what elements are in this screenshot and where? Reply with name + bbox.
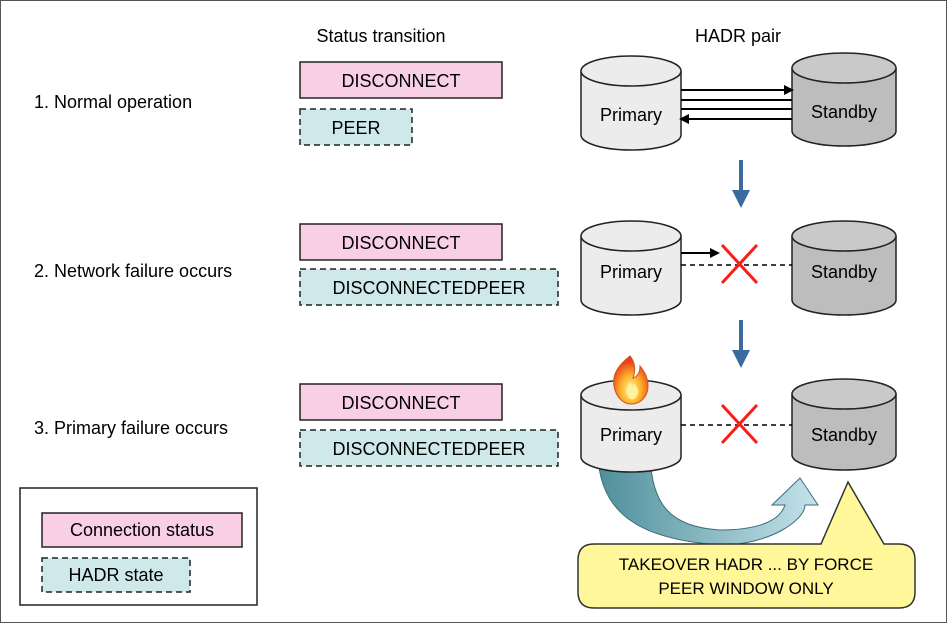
connection-status-text-3: DISCONNECT xyxy=(341,393,460,413)
connection-status-box-1 xyxy=(299,61,503,99)
primary-label-2: Primary xyxy=(600,262,662,282)
arrow-to-primary-icon xyxy=(679,114,689,124)
connection-status-text-2: DISCONNECT xyxy=(341,233,460,253)
standby-label-1: Standby xyxy=(811,102,877,122)
hadr-state-text-1: PEER xyxy=(331,118,380,138)
down-arrow-icon xyxy=(732,160,750,208)
primary-label-3: Primary xyxy=(600,425,662,445)
takeover-callout xyxy=(577,480,916,609)
legend-hadr-swatch xyxy=(41,557,191,593)
legend-hadr-label: HADR state xyxy=(68,565,163,585)
arrow-to-standby-icon xyxy=(784,85,794,95)
connection-status-box-3 xyxy=(299,383,503,421)
hadr-state-box-1 xyxy=(299,108,413,146)
callout-line-1: TAKEOVER HADR ... BY FORCE xyxy=(619,555,873,574)
row-label-network-failure: 2. Network failure occurs xyxy=(34,261,232,281)
connection-status-text-1: DISCONNECT xyxy=(341,71,460,91)
hadr-pair-header: HADR pair xyxy=(695,26,781,46)
status-transition-header: Status transition xyxy=(316,26,445,46)
failure-x-icon xyxy=(720,243,759,285)
hadr-state-box-2 xyxy=(299,268,559,306)
standby-label-2: Standby xyxy=(811,262,877,282)
replication-links xyxy=(681,89,792,120)
fire-icon xyxy=(613,355,649,405)
hadr-state-text-2: DISCONNECTEDPEER xyxy=(332,278,525,298)
standby-label-3: Standby xyxy=(811,425,877,445)
connection-status-box-2 xyxy=(299,223,503,261)
legend-connection-label: Connection status xyxy=(70,520,214,540)
standby-database-3 xyxy=(791,378,897,471)
standby-database-1 xyxy=(791,52,897,147)
broken-link-arrowhead-icon xyxy=(710,248,720,258)
hadr-state-box-3 xyxy=(299,429,559,467)
down-arrow-icon xyxy=(732,320,750,368)
row-label-primary-failure: 3. Primary failure occurs xyxy=(34,418,228,438)
takeover-arrow-icon xyxy=(597,454,819,546)
primary-database-2 xyxy=(580,220,682,316)
standby-database-2 xyxy=(791,220,897,316)
row-label-normal-operation: 1. Normal operation xyxy=(34,92,192,112)
callout-line-2: PEER WINDOW ONLY xyxy=(658,579,833,598)
primary-label-1: Primary xyxy=(600,105,662,125)
primary-database-1 xyxy=(580,55,682,151)
failure-x-icon xyxy=(720,403,759,445)
legend-connection-swatch xyxy=(41,512,243,548)
hadr-state-text-3: DISCONNECTEDPEER xyxy=(332,439,525,459)
